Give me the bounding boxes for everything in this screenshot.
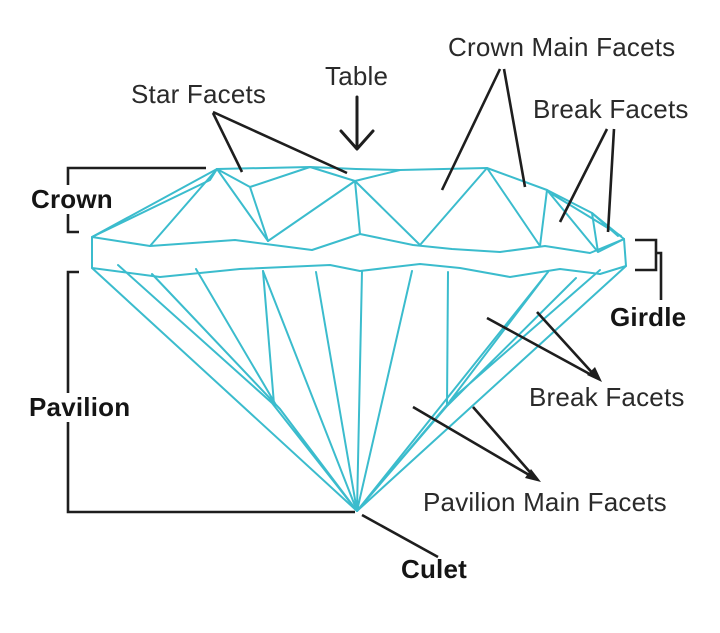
label-break-facets-top: Break Facets — [533, 94, 689, 124]
pavilion-break-facets-right — [356, 269, 601, 512]
star-facet-right — [267, 166, 421, 246]
label-star-facets: Star Facets — [131, 79, 267, 109]
label-pavilion-main-facets: Pavilion Main Facets — [423, 487, 667, 517]
annotations — [66, 68, 663, 559]
break-facets-bottom-pointer — [486, 311, 598, 380]
girdle-bracket — [635, 238, 663, 300]
label-crown: Crown — [28, 185, 116, 215]
pavilion-bracket — [66, 270, 355, 514]
break-facets-top-pointer — [558, 128, 616, 233]
table-arrow — [339, 95, 375, 151]
break-facets-bottom-arrowhead — [587, 367, 602, 382]
pavilion-main-facets-pointer — [412, 405, 537, 481]
girdle-lower-line — [91, 263, 627, 278]
crown-break-facets-right — [539, 189, 625, 253]
crown-main-facet-edges-right — [419, 167, 541, 247]
label-culet: Culet — [401, 554, 467, 584]
crown-main-facet-edges-left — [149, 168, 269, 247]
crown-main-facets-pointer — [440, 68, 527, 191]
culet-pointer — [361, 513, 439, 559]
star-facet-left — [216, 166, 311, 242]
pavilion-break-facets-left — [117, 264, 358, 512]
label-break-facets-bottom: Break Facets — [529, 382, 685, 412]
star-facets-pointer — [211, 110, 348, 175]
label-table: Table — [325, 61, 389, 91]
label-girdle: Girdle — [610, 302, 687, 332]
diamond-wireframe — [91, 166, 627, 512]
label-pavilion: Pavilion — [26, 393, 134, 423]
pavilion-main-facet-edges — [262, 270, 549, 512]
label-crown-main-facets: Crown Main Facets — [448, 32, 676, 62]
pavilion-main-facets-arrowhead — [525, 469, 541, 482]
girdle-upper-line — [91, 233, 625, 254]
